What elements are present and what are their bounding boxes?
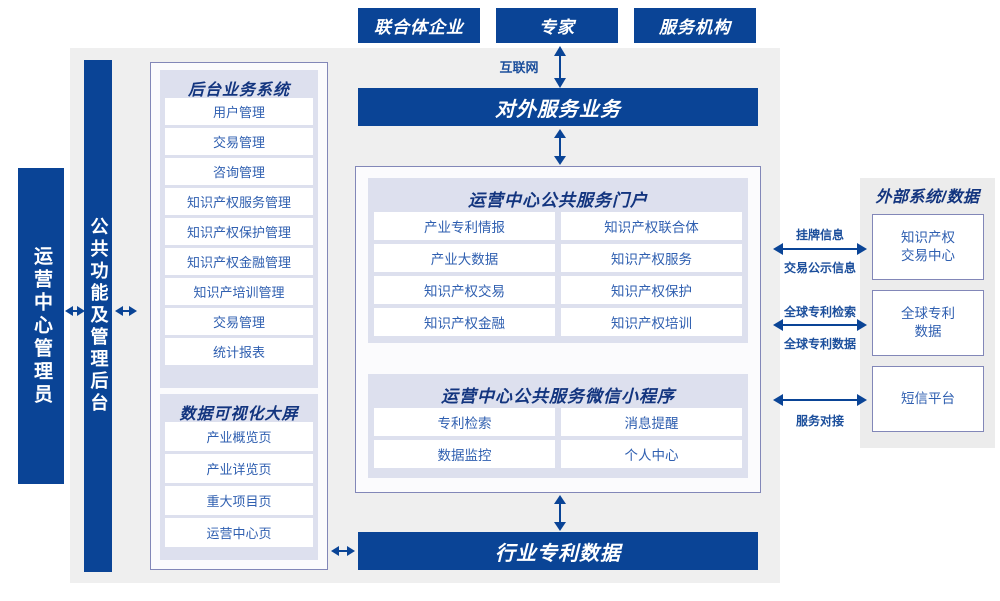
backend-system-item[interactable]: 统计报表	[165, 338, 313, 365]
backend-system-item[interactable]: 用户管理	[165, 98, 313, 125]
external-connector-label-below: 全球专利数据	[783, 337, 856, 351]
backend-system-title: 后台业务系统	[187, 82, 290, 99]
miniprogram-group: 运营中心公共服务微信小程序 专利检索 消息提醒 数据监控 个人中心	[368, 374, 748, 478]
data-visualization-title: 数据可视化大屏	[179, 406, 299, 423]
external-connector-arrow-2	[773, 394, 867, 406]
external-connector-arrow-0	[773, 243, 867, 255]
data-visualization-item[interactable]: 重大项目页	[165, 486, 313, 515]
portal-item[interactable]: 知识产权保护	[561, 276, 742, 304]
portal-item[interactable]: 知识产权联合体	[561, 212, 742, 240]
data-visualization-group: 数据可视化大屏 产业概览页 产业详览页 重大项目页 运营中心页	[160, 394, 318, 560]
portal-group: 运营中心公共服务门户 产业专利情报 知识产权联合体 产业大数据 知识产权服务 知…	[368, 178, 748, 343]
portal-item[interactable]: 产业大数据	[374, 244, 555, 272]
external-service-bar[interactable]: 对外服务业务	[358, 88, 758, 126]
miniprogram-item[interactable]: 消息提醒	[561, 408, 742, 436]
service-to-portal-arrow	[554, 129, 566, 165]
external-system-box-2[interactable]: 短信平台	[872, 366, 984, 432]
external-connector-arrow-1	[773, 319, 867, 331]
portal-item[interactable]: 知识产权交易	[374, 276, 555, 304]
external-connector-label-above: 挂牌信息	[795, 228, 844, 242]
internet-arrow	[554, 46, 566, 88]
portal-item[interactable]: 知识产权服务	[561, 244, 742, 272]
backend-system-item[interactable]: 交易管理	[165, 308, 313, 335]
backend-system-item[interactable]: 知识产培训管理	[165, 278, 313, 305]
external-connector-label-above: 全球专利检索	[783, 305, 856, 319]
data-visualization-item[interactable]: 产业详览页	[165, 454, 313, 483]
top-actor-box-2[interactable]: 服务机构	[634, 8, 756, 43]
backend-to-industry-data-arrow	[331, 546, 355, 556]
backend-system-item[interactable]: 知识产权保护管理	[165, 218, 313, 245]
data-visualization-item[interactable]: 产业概览页	[165, 422, 313, 451]
miniprogram-item[interactable]: 个人中心	[561, 440, 742, 468]
top-actor-box-1[interactable]: 专家	[496, 8, 618, 43]
top-actor-box-0[interactable]: 联合体企业	[358, 8, 480, 43]
common-backend-label: 公共功能及管理后台	[88, 217, 109, 415]
portal-title: 运营中心公共服务门户	[468, 191, 648, 210]
top-actor-label: 服务机构	[659, 18, 731, 37]
miniprogram-title: 运营中心公共服务微信小程序	[441, 387, 675, 406]
backend-system-item[interactable]: 知识产权服务管理	[165, 188, 313, 215]
portal-item[interactable]: 产业专利情报	[374, 212, 555, 240]
portal-item[interactable]: 知识产权培训	[561, 308, 742, 336]
external-service-label: 对外服务业务	[495, 98, 621, 121]
backend-system-item[interactable]: 咨询管理	[165, 158, 313, 185]
backend-systems-arrow	[115, 306, 137, 316]
backend-system-item[interactable]: 知识产权金融管理	[165, 248, 313, 275]
external-system-box-1[interactable]: 全球专利 数据	[872, 290, 984, 356]
backend-system-group: 后台业务系统 用户管理 交易管理 咨询管理 知识产权服务管理 知识产权保护管理 …	[160, 70, 318, 388]
external-connector-label-below: 交易公示信息	[783, 261, 856, 275]
operator-bar[interactable]: 运营中心管理员	[18, 168, 64, 484]
backend-system-item[interactable]: 交易管理	[165, 128, 313, 155]
industry-data-label: 行业专利数据	[495, 542, 621, 565]
operator-backend-arrow	[65, 306, 85, 316]
external-systems-title: 外部系统/数据	[875, 189, 980, 206]
miniprogram-item[interactable]: 数据监控	[374, 440, 555, 468]
top-actor-label: 专家	[539, 18, 575, 37]
external-system-box-0[interactable]: 知识产权 交易中心	[872, 214, 984, 280]
operator-label: 运营中心管理员	[30, 245, 52, 407]
portal-to-data-arrow	[554, 495, 566, 531]
industry-data-bar[interactable]: 行业专利数据	[358, 532, 758, 570]
top-actor-label: 联合体企业	[374, 18, 464, 37]
internet-label: 互联网	[499, 60, 539, 75]
miniprogram-item[interactable]: 专利检索	[374, 408, 555, 436]
data-visualization-item[interactable]: 运营中心页	[165, 518, 313, 547]
common-backend-bar[interactable]: 公共功能及管理后台	[84, 60, 112, 572]
external-connector-label-below: 服务对接	[795, 414, 844, 428]
portal-item[interactable]: 知识产权金融	[374, 308, 555, 336]
